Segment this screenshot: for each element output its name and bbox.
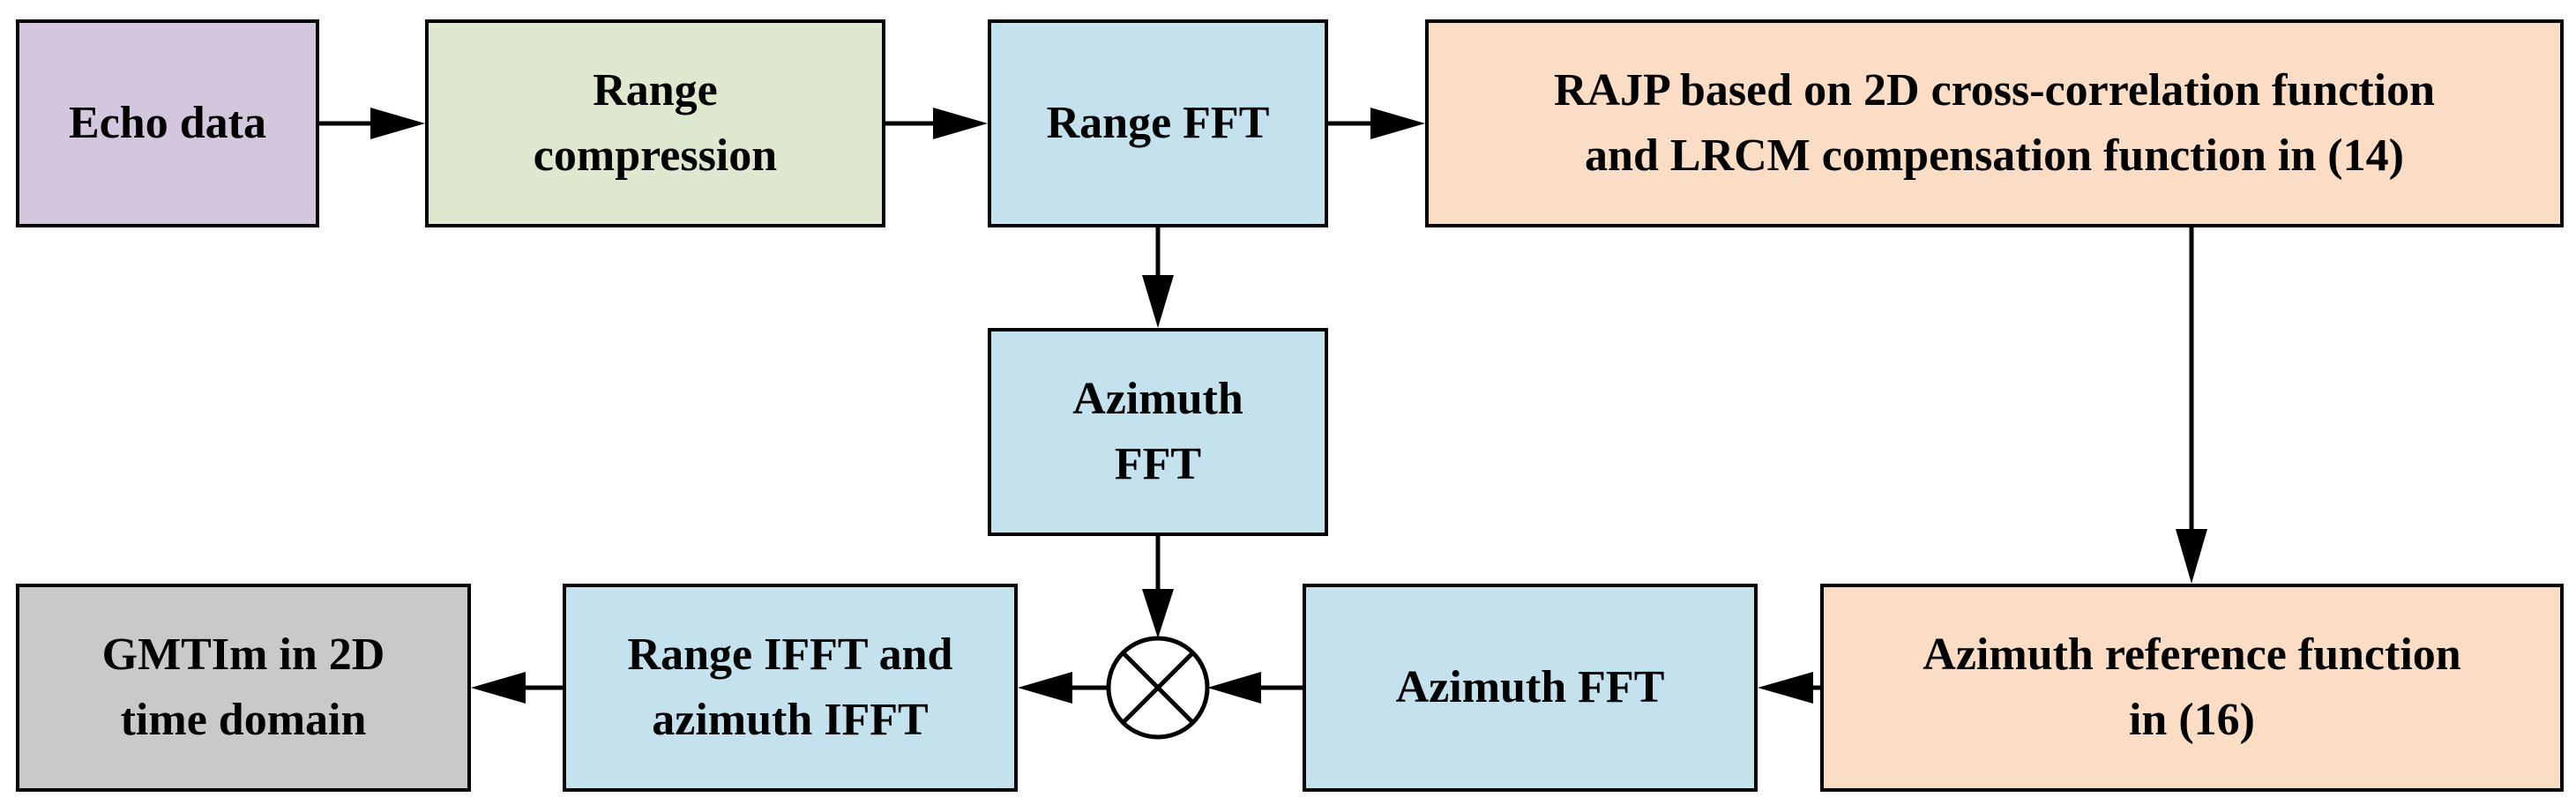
gmti-output-block: GMTIm in 2D time domain: [16, 584, 471, 792]
arrowhead-azimuth-fft-to-multiplier: [1142, 589, 1174, 638]
arrowhead-azimuth-reference-to-azimuth-fft: [1758, 672, 1813, 704]
range-compression-block: Range compression: [425, 19, 885, 227]
azimuth-reference-block: Azimuth reference function in (16): [1820, 584, 2564, 792]
arrowhead-range-fft-to-azimuth-fft: [1142, 275, 1174, 328]
range-ifft-block: Range IFFT and azimuth IFFT: [563, 584, 1018, 792]
azimuth-fft-lower-block: Azimuth FFT: [1303, 584, 1758, 792]
range-fft-block: Range FFT: [988, 19, 1328, 227]
rajp-block: RAJP based on 2D cross-correlation funct…: [1425, 19, 2564, 227]
echo-data-block: Echo data: [16, 19, 319, 227]
arrowhead-azimuth-fft-to-multiplier-left: [1207, 672, 1261, 704]
arrowhead-echo-to-range-compression: [370, 108, 425, 139]
azimuth-fft-upper-block: Azimuth FFT: [988, 328, 1328, 536]
arrowhead-range-ifft-to-gmti: [471, 672, 526, 704]
arrowhead-multiplier-to-range-ifft: [1018, 672, 1072, 704]
arrowhead-range-compression-to-range-fft: [933, 108, 988, 139]
arrowhead-range-fft-to-rajp: [1370, 108, 1425, 139]
arrowhead-rajp-to-azimuth-reference: [2176, 529, 2207, 584]
multiply-circle-icon: [1106, 636, 1210, 740]
